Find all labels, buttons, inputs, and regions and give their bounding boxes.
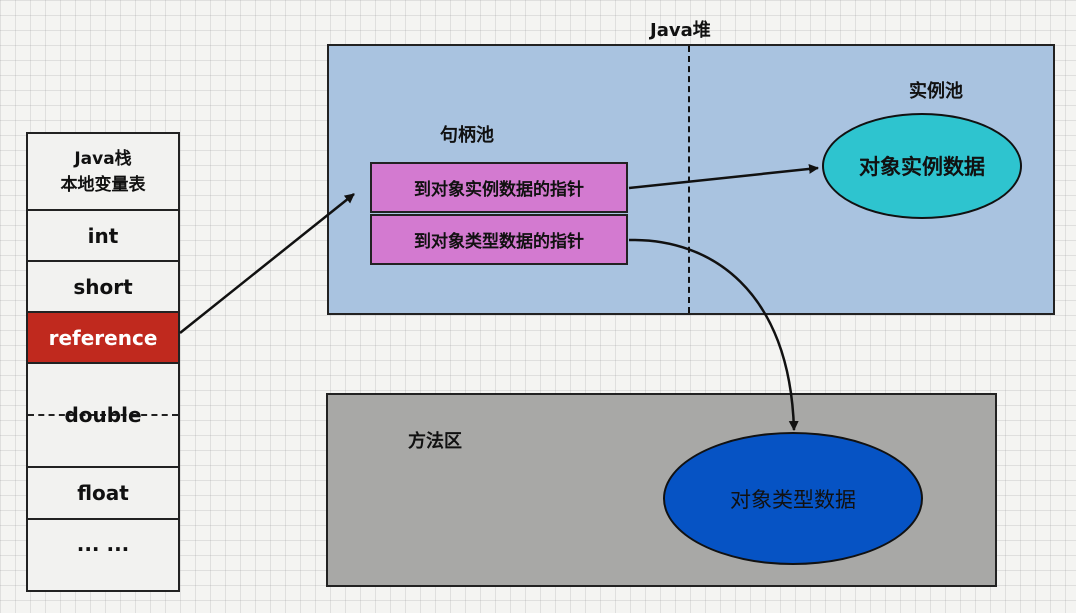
slot-float: float <box>28 468 178 520</box>
pointer-to-type-data: 到对象类型数据的指针 <box>370 214 628 265</box>
instance-data-ellipse: 对象实例数据 <box>822 113 1022 219</box>
arrow-to-instance-data <box>628 163 819 190</box>
slot-more: ... ... <box>76 532 130 556</box>
instance-pool-label: 实例池 <box>909 81 963 102</box>
pointer-to-instance-data: 到对象实例数据的指针 <box>370 162 628 213</box>
stack-title: Java栈 <box>74 148 132 169</box>
slot-reference: reference <box>28 313 178 364</box>
slot-double-label: double <box>64 403 142 427</box>
slot-short: short <box>28 262 178 313</box>
method-area-label: 方法区 <box>408 431 462 452</box>
stack-header: Java栈 本地变量表 <box>28 134 178 211</box>
double-split-dashed-line <box>28 413 178 416</box>
slot-double: double <box>28 364 178 468</box>
handle-pool-label: 句柄池 <box>440 125 494 146</box>
slot-int: int <box>28 211 178 262</box>
arrow-reference-to-handle-pool <box>179 193 355 334</box>
type-data-ellipse: 对象类型数据 <box>663 432 923 565</box>
heap-title: Java堆 <box>650 20 711 41</box>
arrow-to-type-data <box>628 238 799 431</box>
local-variable-table-title: 本地变量表 <box>60 174 146 195</box>
heap-divider-dashed-line <box>688 46 690 313</box>
java-stack-table: Java栈 本地变量表 int short reference double f… <box>26 132 180 592</box>
